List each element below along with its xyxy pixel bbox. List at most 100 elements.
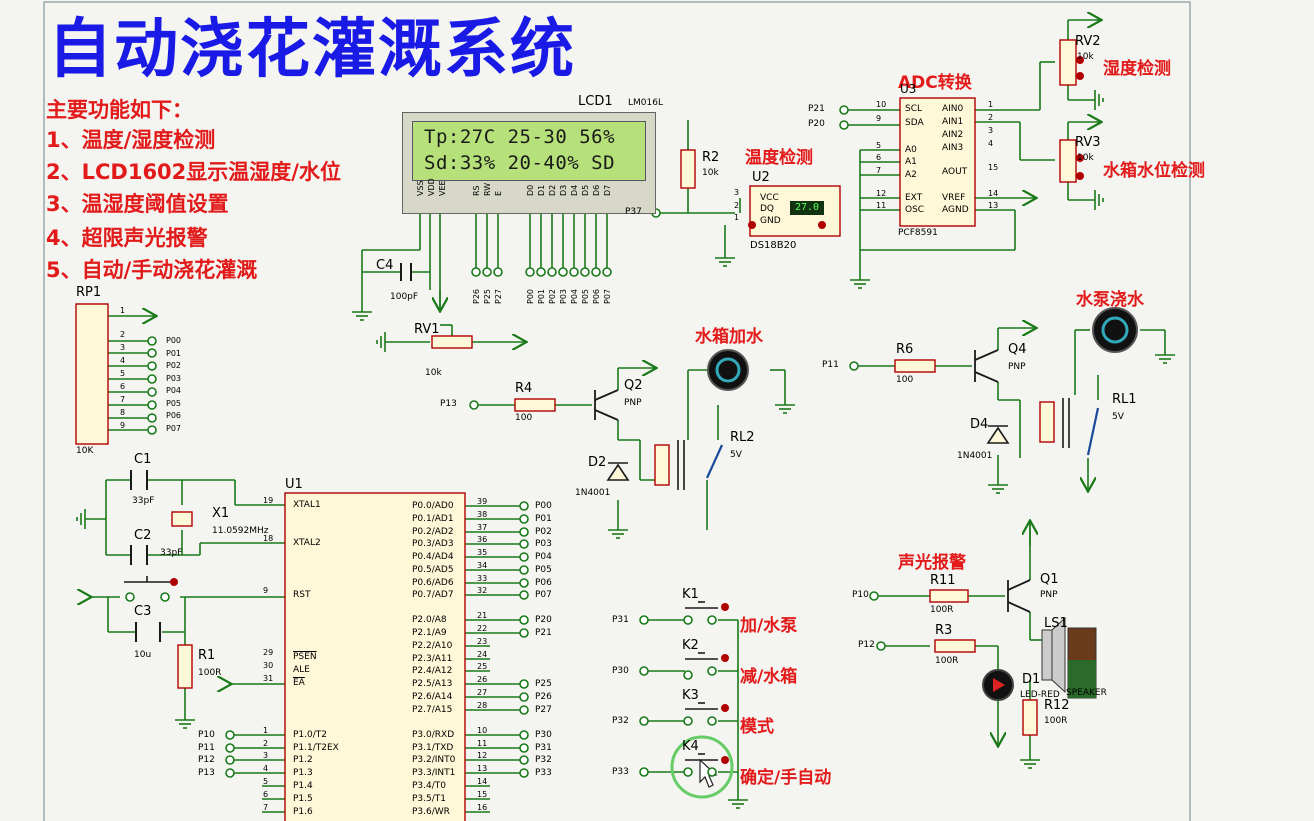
- pin-number: 10: [876, 100, 887, 109]
- u3-pin-label: SDA: [905, 118, 924, 128]
- pin-number: 2: [120, 330, 126, 339]
- tank-level-label: 水箱水位检测: [1103, 161, 1205, 181]
- sheet-border: [43, 1, 1191, 821]
- c1-value: 33pF: [132, 496, 155, 506]
- pump-motor-icon: [1092, 307, 1138, 353]
- r1-body: [177, 644, 193, 689]
- rp1-body: [75, 303, 109, 445]
- c2-ref: C2: [134, 528, 152, 543]
- pin-number: 6: [120, 382, 126, 391]
- net-label: P03: [166, 373, 182, 383]
- net-label: P31: [535, 743, 552, 753]
- u1-pin-label: P2.0/A8: [412, 615, 447, 625]
- c3-value: 10u: [134, 650, 152, 660]
- q2-type: PNP: [624, 398, 642, 408]
- net-label: P04: [535, 552, 552, 562]
- d4-ref: D4: [970, 417, 989, 432]
- pin-number: 6: [876, 153, 882, 162]
- x1-ref: X1: [212, 506, 230, 521]
- u1-pin-label: P3.3/INT1: [412, 768, 456, 778]
- pin-number: 7: [876, 166, 882, 175]
- pin-number: 13: [477, 764, 488, 773]
- net-label: P10: [198, 730, 215, 740]
- net-label: P01: [537, 288, 546, 304]
- page-title: 自动浇花灌溉系统: [48, 13, 576, 87]
- r6-body: [894, 359, 936, 373]
- adc-label: ADC转换: [898, 73, 972, 93]
- c4-value: 100pF: [390, 292, 419, 302]
- net-label: P21: [535, 628, 552, 638]
- lcd-pin-label: D4: [570, 184, 579, 196]
- r2-value: 10k: [702, 168, 719, 178]
- pin-number: 4: [988, 139, 994, 148]
- pin-number: 36: [477, 535, 488, 544]
- rv1-body: [431, 335, 473, 349]
- net-label: P13: [198, 768, 215, 778]
- pin-number: 7: [120, 395, 126, 404]
- rl2-value: 5V: [730, 450, 742, 460]
- net-label: P26: [535, 692, 552, 702]
- alarm-label: 声光报警: [898, 553, 966, 573]
- net-label: P06: [592, 288, 601, 304]
- pin-number: 10: [477, 726, 488, 735]
- q4-type: PNP: [1008, 362, 1026, 372]
- feature-item: 4、超限声光报警: [46, 226, 208, 250]
- u1-pin-label: P0.4/AD4: [412, 552, 454, 562]
- r11-ref: R11: [930, 573, 956, 588]
- u1-pin-label: P3.6/WR: [412, 807, 450, 817]
- u3-pin-label: AOUT: [942, 167, 968, 177]
- lcd-pin-label: D0: [526, 184, 535, 196]
- net-label: P01: [166, 348, 182, 358]
- net-label: P06: [535, 578, 552, 588]
- lcd-pin-label: RS: [472, 185, 481, 196]
- lcd-line-1: Tp:27C 25-30 56%: [424, 126, 616, 148]
- pin-number: 33: [477, 574, 488, 583]
- r6-value: 100: [896, 375, 914, 385]
- pin-number: 2: [263, 739, 269, 748]
- u3-pin-label: A2: [905, 170, 917, 180]
- q2-ref: Q2: [624, 378, 643, 393]
- temp-detect-label: 温度检测: [745, 148, 813, 168]
- net-label: P12: [198, 755, 215, 765]
- pin-number: 14: [988, 189, 999, 198]
- pin-number: 14: [477, 777, 488, 786]
- net-label: P00: [526, 288, 535, 304]
- u1-pin-label: P3.1/TXD: [412, 743, 454, 753]
- net-label: P11: [198, 743, 215, 753]
- feature-item: 3、温湿度阈值设置: [46, 192, 229, 216]
- feature-item: 2、LCD1602显示温湿度/水位: [46, 160, 341, 184]
- rl1-value: 5V: [1112, 412, 1124, 422]
- u1-pin-label: P2.7/A15: [412, 705, 453, 715]
- r3-body: [934, 639, 976, 653]
- highlight-ring: [670, 735, 734, 799]
- c3-ref: C3: [134, 604, 152, 619]
- pin-number: 34: [477, 561, 488, 570]
- u3-pin-label: AIN1: [942, 117, 964, 127]
- rv1-value: 10k: [425, 368, 442, 378]
- rl1-ref: RL1: [1112, 392, 1137, 407]
- net-label: P32: [535, 755, 552, 765]
- speaker-icon: [1041, 629, 1053, 681]
- motor-icon: [707, 349, 749, 391]
- net-label: P02: [166, 361, 182, 370]
- net-label: P37: [625, 207, 642, 217]
- pin-number: 2: [988, 113, 994, 122]
- key-ref: K1: [682, 587, 699, 602]
- u1-pin-label: P0.5/AD5: [412, 565, 454, 575]
- u1-ref: U1: [285, 477, 303, 492]
- u3-pin-label: AGND: [942, 205, 969, 215]
- u3-pin-label: AIN3: [942, 143, 964, 153]
- pin-number: 2: [734, 201, 740, 210]
- net-label: P07: [603, 288, 612, 304]
- pin-number: 12: [876, 189, 887, 198]
- u1-pin-label: P0.3/AD3: [412, 539, 454, 549]
- net-label: P30: [612, 666, 629, 676]
- pin-number: 15: [477, 790, 488, 799]
- net-label: P01: [535, 514, 552, 524]
- pin-number: 27: [477, 688, 488, 697]
- pin-number: 1: [263, 726, 269, 735]
- ds18b20-temp-display: 27.0: [790, 201, 824, 215]
- ls1-ref: LS1: [1044, 616, 1068, 631]
- net-label: P05: [581, 288, 590, 304]
- d4-model: 1N4001: [957, 451, 993, 461]
